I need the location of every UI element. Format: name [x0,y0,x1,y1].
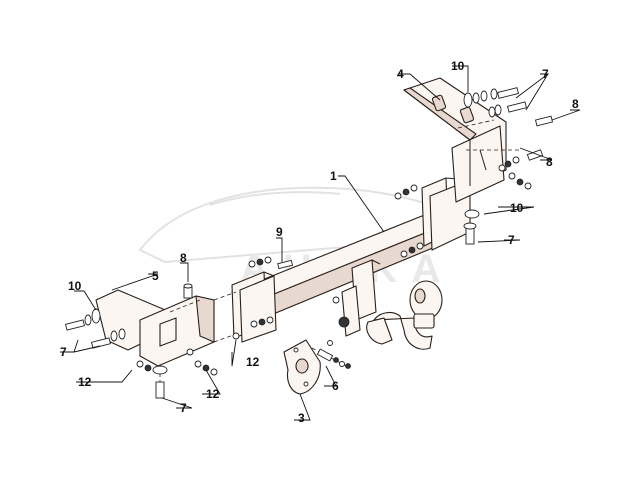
callout-12-nut-left: 12 [78,375,92,389]
right-hardware [394,87,554,258]
callout-12-nut-bottom: 12 [206,387,220,401]
socket-plate [283,339,321,395]
left-hardware [64,256,350,399]
callouts: 1 4 10 7 8 8 10 7 9 8 5 10 7 12 12 12 7 … [60,59,579,425]
bolt-set-6 [311,340,351,369]
callout-7-bolt-left: 7 [60,345,67,359]
callout-8-bolt-upper-right: 8 [572,97,579,111]
callout-9-pin: 9 [276,225,283,239]
callout-12-nut-middle: 12 [246,355,260,369]
callout-7-bolt-bottom: 7 [180,401,187,415]
callout-10-washer-left: 10 [68,279,82,293]
callout-4-clamp: 4 [397,67,404,81]
callout-5-left-bracket: 5 [152,269,159,283]
crossbar [231,177,471,343]
callout-8-bolt-left: 8 [180,251,187,265]
callout-10-washer-top: 10 [451,59,465,73]
leader-lines [60,65,581,421]
callout-1-crossbar: 1 [330,169,337,183]
callout-8-bolt-right: 8 [546,155,553,169]
callout-10-washer-right: 10 [510,201,524,215]
callout-3-socket-plate: 3 [298,411,305,425]
right-bracket [403,77,520,238]
clamp-plate-4 [431,94,475,124]
tow-ball [366,280,443,350]
callout-6-bolt-set: 6 [332,379,339,393]
callout-7-bolt-top: 7 [542,67,549,81]
callout-7-bolt-right: 7 [508,233,515,247]
left-bracket [95,289,237,392]
